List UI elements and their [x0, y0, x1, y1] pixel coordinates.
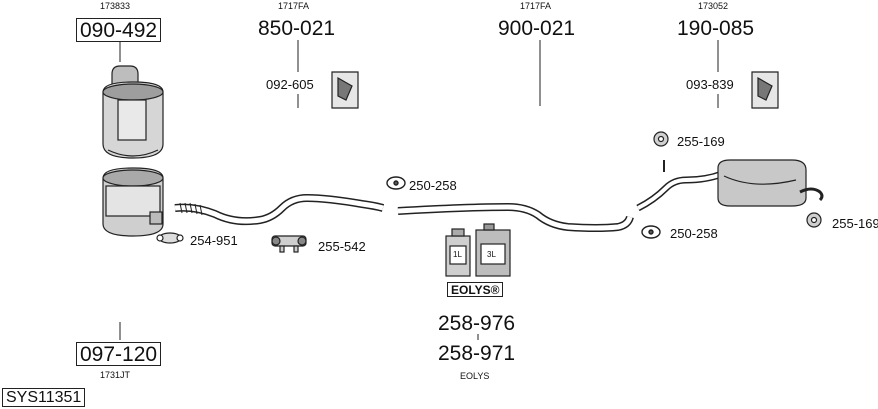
mount-093-839-illustration	[751, 71, 779, 109]
front-pipe-part-number[interactable]: 850-021	[258, 17, 336, 40]
bottle-label-1l: 1L	[453, 250, 462, 259]
clamp-255-542-illustration	[271, 235, 307, 253]
clamp-250-258-label[interactable]: 250-258	[409, 178, 457, 193]
rear-silencer-illustration	[636, 159, 824, 212]
mount-092-605-label[interactable]: 092-605	[266, 77, 314, 92]
front-pipe-illustration	[174, 193, 385, 226]
clamp-255-542-label[interactable]: 255-542	[318, 239, 366, 254]
cat-part-number[interactable]: 090-492	[76, 18, 162, 42]
middle-pipe-part-number[interactable]: 900-021	[498, 17, 576, 40]
system-id-label: SYS11351	[2, 388, 86, 407]
eolys-part-number-a[interactable]: 258-976	[438, 312, 516, 335]
mount-093-839-label[interactable]: 093-839	[686, 77, 734, 92]
clamp-250-258-illustration	[386, 176, 406, 190]
bracket-254-951-label[interactable]: 254-951	[190, 233, 238, 248]
eolys-ref-label: EOLYS	[460, 371, 490, 381]
middle-pipe-illustration	[397, 202, 634, 232]
rear-silencer-ref-label: 173052	[698, 1, 729, 11]
clamp-250-258-rear-label[interactable]: 250-258	[670, 226, 718, 241]
hanger-255-169-label-a[interactable]: 255-169	[677, 134, 725, 149]
front-pipe-ref-label: 1717FA	[278, 1, 310, 11]
particulate-filter-illustration	[102, 167, 164, 237]
rear-silencer-part-number[interactable]: 190-085	[677, 17, 755, 40]
mount-092-605-illustration	[331, 71, 359, 109]
catalytic-converter-illustration	[102, 65, 164, 159]
dpf-part-number[interactable]: 097-120	[76, 342, 162, 366]
hanger-255-169-label-b[interactable]: 255-169	[832, 216, 878, 231]
hanger-255-169-illustration	[653, 131, 822, 228]
eolys-bottles-illustration	[445, 223, 511, 277]
cat-ref-label: 173833	[100, 1, 131, 11]
eolys-part-number-b[interactable]: 258-971	[438, 342, 516, 365]
eolys-brand-label: EOLYS®	[447, 282, 504, 297]
bottle-label-3l: 3L	[487, 250, 496, 259]
middle-pipe-ref-label: 1717FA	[520, 1, 552, 11]
bracket-254-951-illustration	[156, 232, 184, 244]
leader-lines	[119, 40, 719, 340]
clamp-250-258-rear-illustration	[641, 225, 661, 239]
dpf-ref-label: 1731JT	[100, 370, 131, 380]
